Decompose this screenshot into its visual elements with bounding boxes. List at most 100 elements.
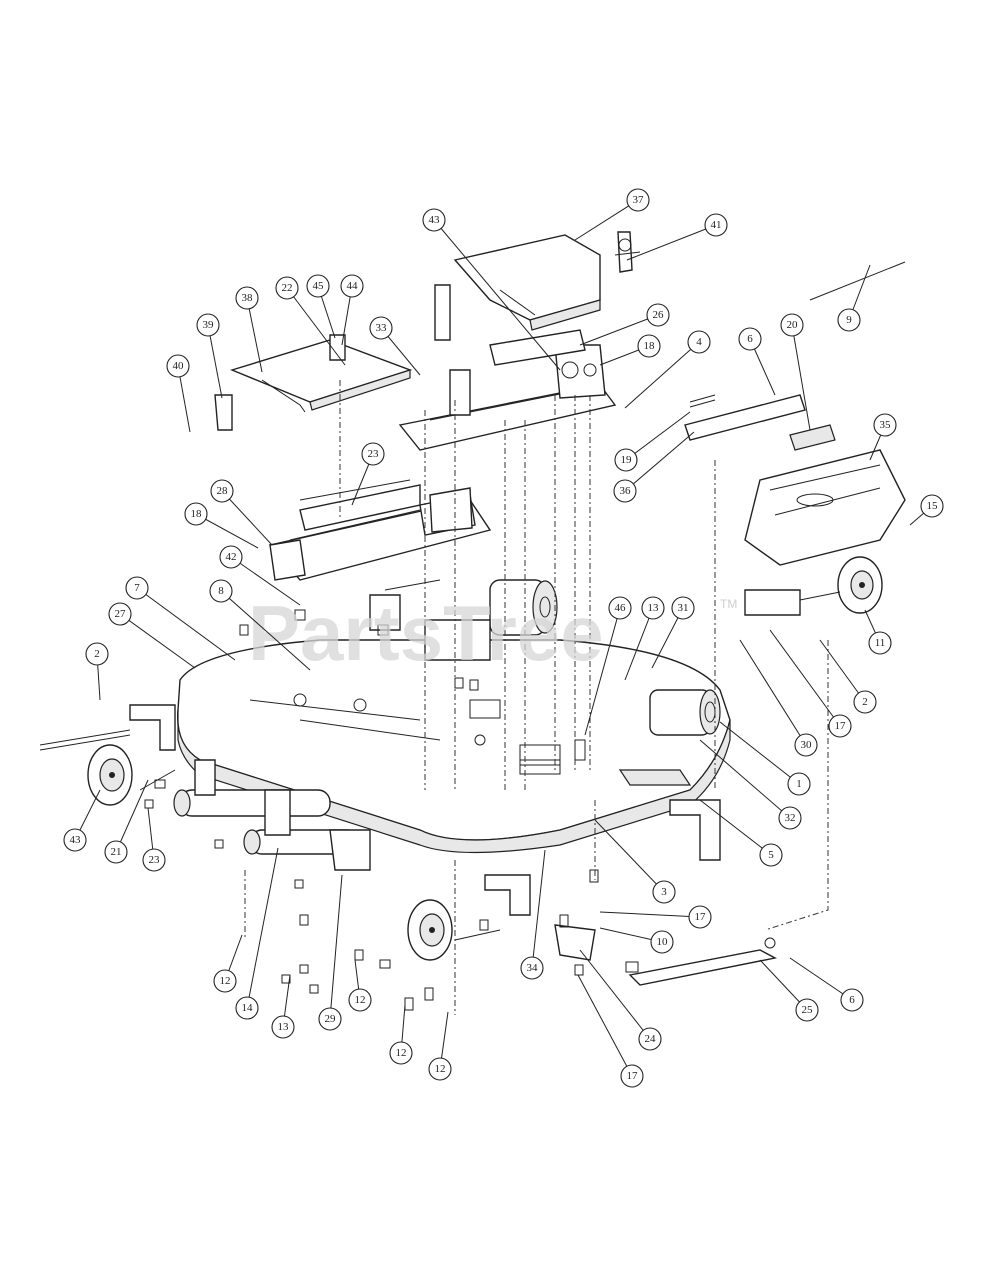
leader-line [246, 297, 263, 373]
leader-line [195, 513, 259, 549]
callout-number: 17 [627, 1070, 639, 1082]
callout-circle [142, 848, 166, 872]
callout-number: 36 [620, 485, 632, 497]
callout-number: 12 [220, 975, 231, 987]
callout-number: 13 [278, 1021, 290, 1033]
callout-circle [780, 313, 804, 337]
callout-circle [738, 327, 762, 351]
callout-circle [348, 988, 372, 1012]
callout-number: 6 [747, 333, 753, 345]
callout-4: 4 [624, 330, 711, 409]
callout-circle [795, 998, 819, 1022]
callout-circle [671, 596, 695, 620]
callout-circle [361, 442, 385, 466]
callout-43: 43 [63, 789, 101, 852]
callout-1: 1 [719, 721, 811, 796]
leader-line [791, 324, 811, 431]
leader-line [699, 739, 791, 819]
leader-line [719, 721, 800, 785]
callout-number: 10 [657, 936, 669, 948]
callout-circle [318, 1007, 342, 1031]
leader-line [789, 957, 853, 1001]
callout-circle [389, 1041, 413, 1065]
callout-number: 39 [203, 319, 215, 331]
callout-31: 31 [651, 596, 695, 669]
callout-circle [369, 316, 393, 340]
callout-number: 35 [880, 419, 892, 431]
callout-number: 14 [242, 1002, 254, 1014]
bracket-plate-28 [269, 484, 473, 581]
callout-number: 18 [644, 340, 656, 352]
callout-circle [104, 840, 128, 864]
watermark-tm: TM [720, 597, 737, 611]
callout-number: 5 [768, 849, 774, 861]
callout-23: 23 [351, 442, 385, 506]
callout-circle [637, 334, 661, 358]
callout-number: 8 [218, 585, 224, 597]
callout-18: 18 [599, 334, 661, 366]
leader-line [626, 224, 717, 261]
leader-line [594, 819, 665, 893]
callout-21: 21 [104, 779, 149, 864]
callout-circle [641, 596, 665, 620]
leader-line [699, 799, 772, 856]
callout-circle [428, 1057, 452, 1081]
callout-number: 30 [801, 739, 813, 751]
leader-line [819, 639, 866, 703]
callout-number: 22 [282, 282, 293, 294]
callout-36: 36 [613, 431, 695, 503]
callout-number: 2 [862, 696, 868, 708]
callout-number: 9 [846, 314, 852, 326]
callout-46: 46 [584, 596, 632, 736]
callout-6: 6 [789, 957, 864, 1012]
leader-line [579, 314, 659, 346]
callout-circle [837, 308, 861, 332]
callout-circle [794, 733, 818, 757]
arm-25 [628, 949, 778, 986]
callout-circle [759, 843, 783, 867]
callout-circle [853, 690, 877, 714]
front-wheel-assembly [407, 874, 531, 961]
hardware-fasteners [144, 609, 639, 1011]
callout-circle [85, 642, 109, 666]
bar-36 [684, 394, 806, 441]
callout-number: 2 [94, 648, 100, 660]
callout-number: 12 [435, 1063, 446, 1075]
callout-circle [687, 330, 711, 354]
callout-circle [920, 494, 944, 518]
callout-circle [235, 286, 259, 310]
leader-line [221, 490, 273, 546]
callout-number: 28 [217, 485, 229, 497]
upper-mount-plate [398, 284, 617, 451]
leader-line [246, 847, 279, 1009]
callout-circle [166, 354, 190, 378]
callout-number: 17 [695, 911, 707, 923]
knob-20 [789, 424, 836, 451]
callout-28: 28 [210, 479, 273, 546]
callout-43: 43 [422, 208, 561, 371]
callout-29: 29 [318, 874, 343, 1031]
callout-circle [840, 988, 864, 1012]
leader-line [207, 324, 223, 399]
callout-24: 24 [579, 949, 662, 1051]
callout-22: 22 [275, 276, 346, 366]
callout-44: 44 [340, 274, 364, 346]
spring-19 [689, 394, 716, 408]
callout-number: 23 [149, 854, 161, 866]
callout-circle [652, 880, 676, 904]
left-top-plate [229, 334, 413, 413]
leader-line [329, 874, 343, 1020]
callout-12: 12 [389, 1004, 413, 1065]
center-motor-assembly [369, 579, 558, 661]
leader-line [531, 849, 546, 969]
leader-line [136, 587, 236, 661]
callout-number: 15 [927, 500, 939, 512]
callout-2: 2 [85, 642, 109, 701]
leader-line [579, 949, 651, 1040]
callout-number: 6 [849, 994, 855, 1006]
callout-circle [271, 1015, 295, 1039]
callout-circle [520, 956, 544, 980]
leader-line [625, 411, 691, 461]
callout-number: 42 [226, 551, 237, 563]
